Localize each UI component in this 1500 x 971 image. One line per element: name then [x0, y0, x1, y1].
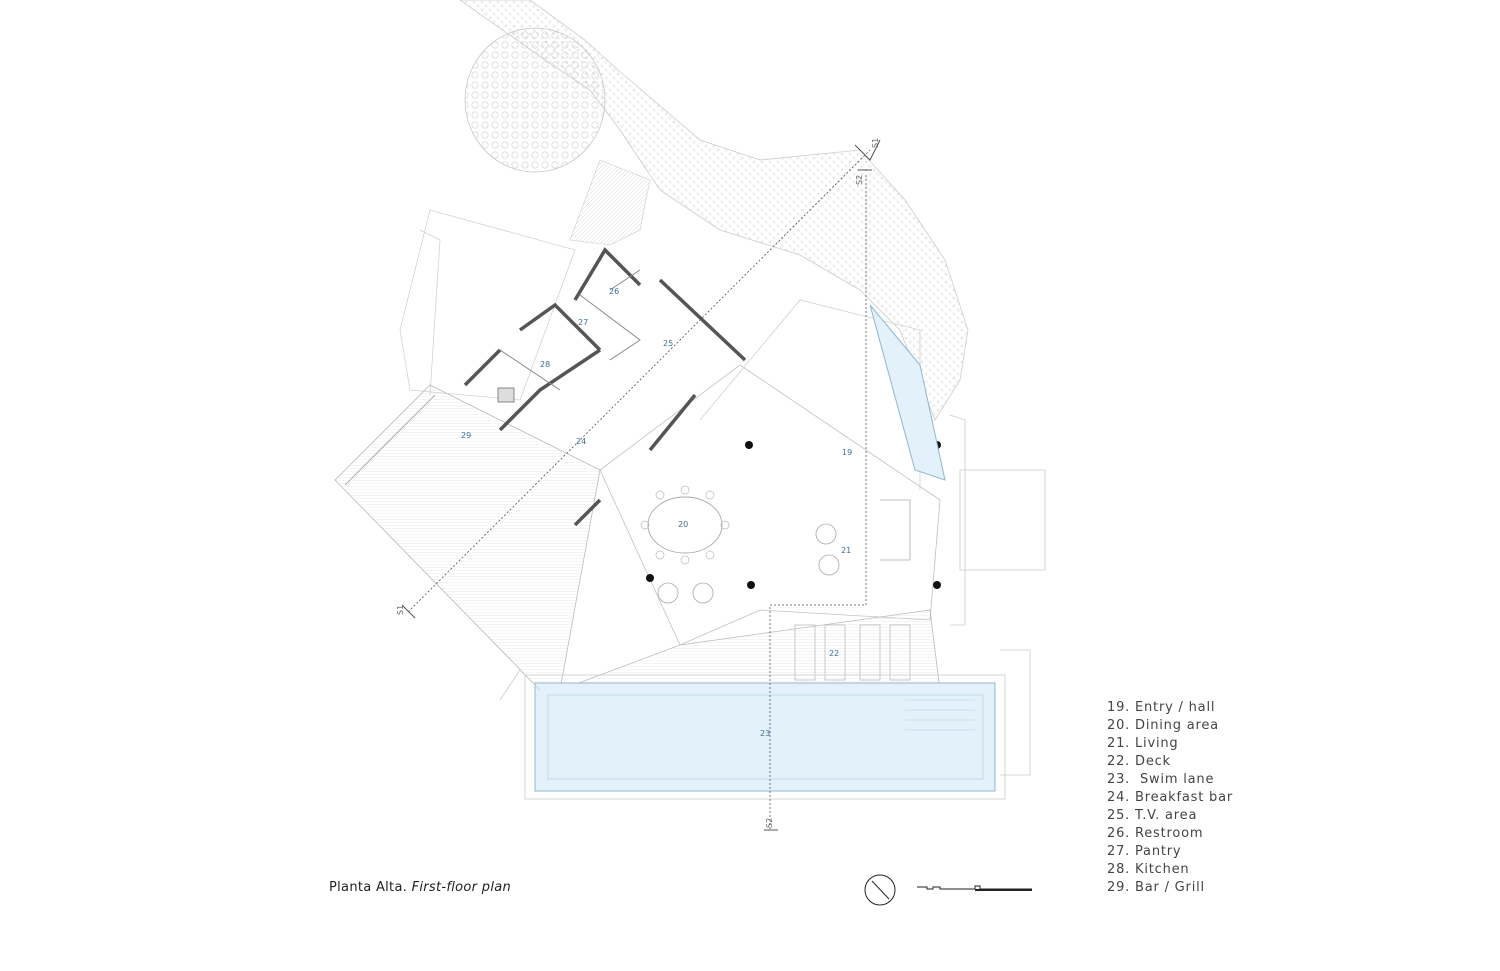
columns	[646, 441, 941, 589]
room-numbers: 19 20 21 22 23 24 25 26 27 28 29	[461, 287, 852, 738]
legend-item: 20. Dining area	[1107, 718, 1219, 733]
section-label-s2: S2	[765, 818, 774, 828]
caption-main: Planta Alta.	[329, 880, 408, 895]
legend-item: 21. Living	[1107, 736, 1179, 751]
room-number-28: 28	[540, 360, 550, 369]
lounge-chairs	[657, 499, 911, 604]
legend-item: 29. Bar / Grill	[1107, 880, 1205, 895]
room-number-27: 27	[578, 318, 588, 327]
legend-item: 28. Kitchen	[1107, 862, 1190, 877]
reflecting-pond	[869, 304, 946, 481]
section-label-s1-top: S1	[871, 138, 880, 148]
scale-bar-icon	[917, 885, 1032, 891]
deck-loungers	[794, 624, 911, 681]
room-number-23: 23	[760, 729, 770, 738]
swim-lane-pool	[524, 674, 1006, 800]
section-label-s1: S1	[396, 605, 405, 615]
legend-item: 19. Entry / hall	[1107, 700, 1216, 715]
north-arrow-icon	[864, 874, 896, 906]
room-number-21: 21	[841, 546, 851, 555]
room-number-25: 25	[663, 339, 673, 348]
legend-item: 22. Deck	[1107, 754, 1171, 769]
legend-item: 23. Swim lane	[1107, 772, 1215, 787]
main-floor	[559, 299, 941, 691]
section-line-s2: S2 S2	[764, 169, 872, 831]
legend-item: 24. Breakfast bar	[1107, 790, 1233, 805]
section-label-s2-top: S2	[855, 175, 864, 185]
room-number-29: 29	[461, 431, 471, 440]
outer-terraces	[499, 414, 1046, 776]
bar-grill-deck	[334, 384, 601, 691]
room-number-19: 19	[842, 448, 852, 457]
room-number-22: 22	[829, 649, 839, 658]
round-terrace	[464, 27, 606, 173]
caption-sub: First-floor plan	[411, 880, 512, 895]
legend-item: 25. T.V. area	[1107, 808, 1198, 823]
room-legend: 19. Entry / hall 20. Dining area 21. Liv…	[1107, 699, 1233, 897]
kitchen-walls	[463, 247, 747, 527]
dining-table	[640, 485, 730, 565]
section-line-s1: S1 S1	[396, 138, 881, 619]
room-number-24: 24	[576, 437, 586, 446]
legend-item: 27. Pantry	[1107, 844, 1182, 859]
room-number-20: 20	[678, 520, 688, 529]
legend-item: 26. Restroom	[1107, 826, 1204, 841]
kitchen-thin-walls	[497, 269, 641, 403]
room-number-26: 26	[609, 287, 619, 296]
terrain	[399, 0, 969, 421]
plan-caption: Planta Alta. First-floor plan	[329, 880, 511, 895]
